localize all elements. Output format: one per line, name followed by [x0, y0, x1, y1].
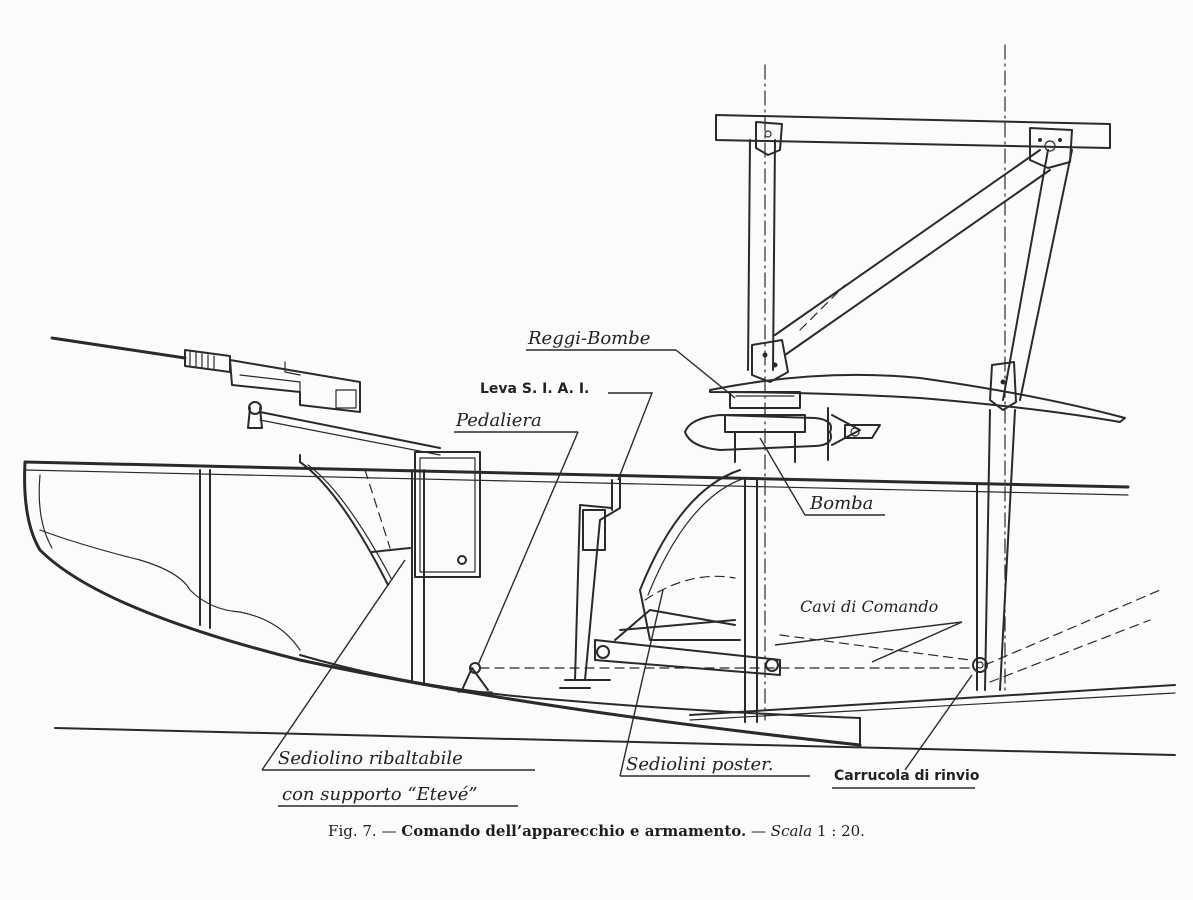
control-column [559, 477, 781, 689]
label-bomba: Bomba [759, 437, 885, 516]
label-sediolini-poster: Sediolini poster. [619, 589, 810, 777]
label-pedaliera: Pedaliera [454, 410, 579, 666]
label-pedaliera-text: Pedaliera [455, 410, 542, 431]
label-reggi-bombe: Reggi-Bombe [526, 328, 736, 399]
label-leva: Leva S. I. A. I. [480, 381, 654, 481]
label-sediolini-poster-text: Sediolini poster. [626, 754, 774, 775]
label-sediolino: Sediolino ribaltabile con supporto “Etev… [261, 559, 535, 807]
bomb-rack [724, 391, 806, 463]
folding-seat [299, 451, 481, 586]
caption-title: Comando dell’apparecchio e armamento. [401, 822, 747, 840]
machine-gun [50, 336, 441, 456]
label-sediolino-line1: Sediolino ribaltabile [278, 748, 463, 769]
caption-scale-value: 1 : 20. [816, 822, 865, 840]
bomb [684, 407, 881, 461]
label-reggi-bombe-text: Reggi-Bombe [527, 328, 650, 349]
label-cavi-text: Cavi di Comando [800, 597, 938, 616]
label-sediolino-line2: con supporto “Etevé” [282, 784, 478, 805]
label-leva-text: Leva S. I. A. I. [480, 381, 589, 397]
figure-caption: Fig. 7. — Comando dell’apparecchio e arm… [0, 822, 1193, 840]
hull [23, 460, 1176, 756]
wing-structure [709, 44, 1126, 721]
pedals [457, 662, 493, 693]
label-bomba-text: Bomba [809, 493, 873, 514]
caption-scale-word: Scala [770, 822, 813, 840]
caption-dash-2: — [751, 822, 767, 840]
caption-fig: Fig. 7. [328, 822, 377, 840]
label-cavi: Cavi di Comando [774, 597, 963, 663]
control-cables [479, 589, 1161, 683]
rear-seats [614, 469, 746, 641]
label-carrucola: Carrucola di rinvio [832, 674, 980, 789]
label-carrucola-text: Carrucola di rinvio [834, 768, 980, 784]
caption-dash-1: — [381, 822, 397, 840]
